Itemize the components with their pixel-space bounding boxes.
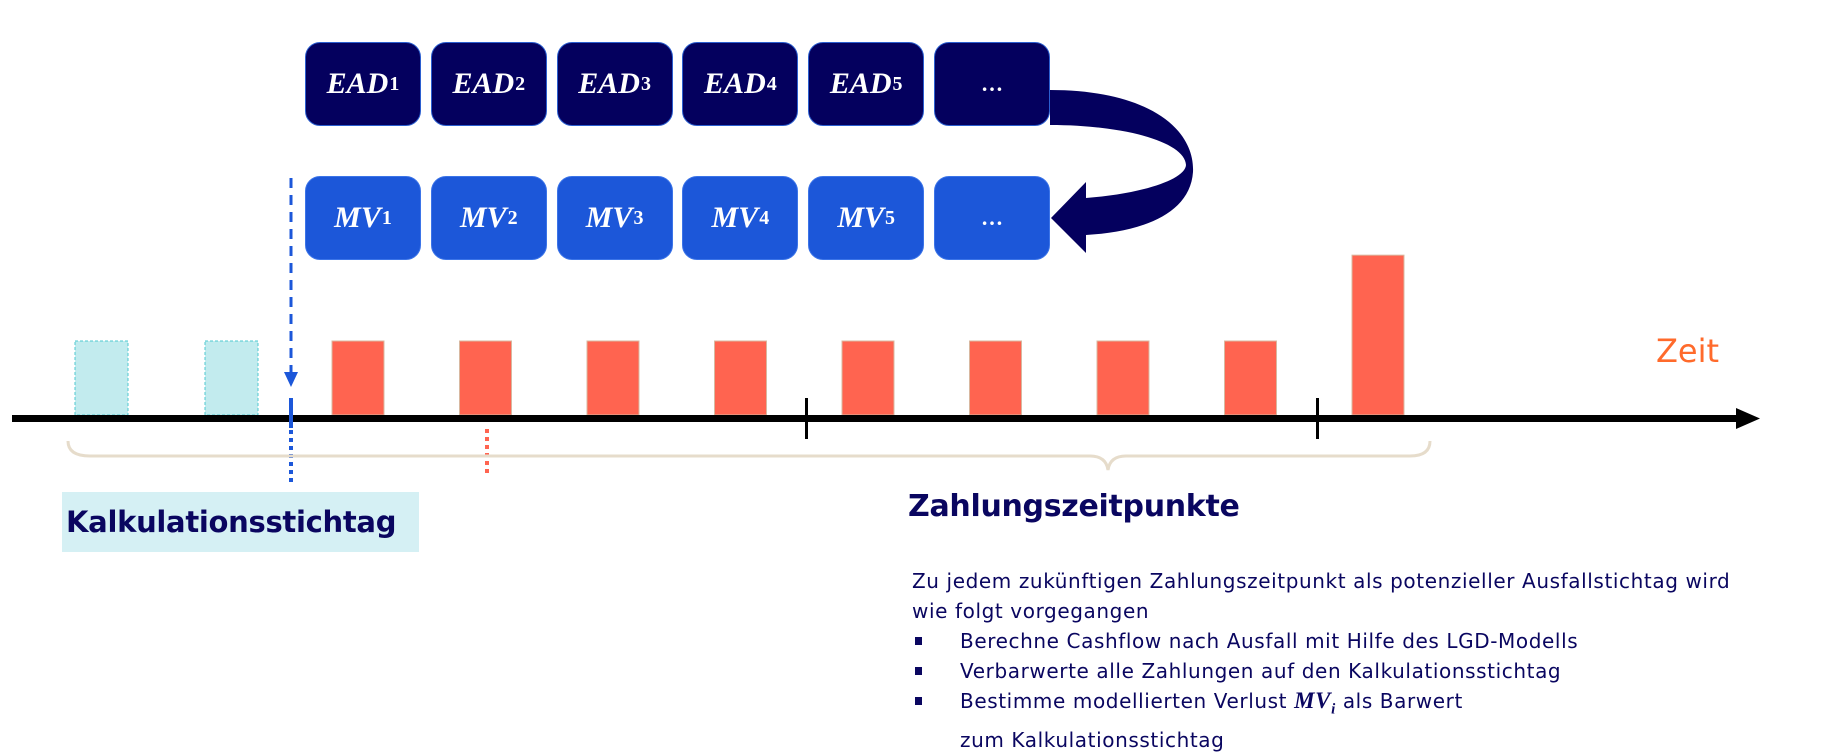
future-payment-bar	[969, 340, 1022, 416]
step-item: Berechne Cashflow nach Ausfall mit Hilfe…	[912, 626, 1732, 656]
box-subscript: 4	[766, 72, 777, 95]
calculation-date-text: Kalkulationsstichtag	[66, 505, 397, 539]
box-subscript: 1	[389, 72, 400, 95]
box-label: EAD	[578, 67, 640, 100]
step-item: Bestimme modellierten Verlust MVi als Ba…	[912, 686, 1480, 755]
mv-box: …	[934, 176, 1050, 260]
box-subscript: 2	[515, 72, 526, 95]
bullet-icon	[915, 667, 922, 675]
box-label: MV	[585, 201, 633, 234]
box-label: EAD	[704, 67, 766, 100]
future-payment-bar	[1096, 340, 1150, 416]
box-subscript: 4	[759, 206, 770, 229]
box-subscript: 5	[885, 206, 896, 229]
future-payment-bar	[841, 340, 895, 416]
step-text: Berechne Cashflow nach Ausfall mit Hilfe…	[960, 629, 1579, 653]
curved-arrow-icon	[1050, 90, 1194, 253]
time-axis-label: Zeit	[1656, 332, 1720, 370]
future-payment-bar	[1351, 254, 1405, 416]
future-payment-bar	[714, 340, 767, 416]
box-label: EAD	[452, 67, 515, 100]
mv-i-formula: MVi	[1294, 688, 1336, 718]
box-subscript: 3	[640, 72, 651, 95]
axis-arrowhead-icon	[1736, 408, 1760, 429]
payment-period-brace	[66, 440, 1432, 471]
time-axis	[12, 415, 1742, 422]
step-list: Berechne Cashflow nach Ausfall mit Hilfe…	[912, 626, 1732, 755]
box-label: EAD	[829, 67, 892, 100]
payment-dates-title: Zahlungszeitpunkte	[908, 489, 1240, 524]
calculation-date-label: Kalkulationsstichtag	[62, 492, 419, 552]
formula-sub: i	[1331, 701, 1336, 718]
axis-tick	[1316, 398, 1319, 439]
step-item: Verbarwerte alle Zahlungen auf den Kalku…	[912, 656, 1732, 686]
box-subscript: 2	[507, 206, 518, 229]
box-subscript: 5	[892, 72, 903, 95]
step-text: Verbarwerte alle Zahlungen auf den Kalku…	[960, 659, 1562, 683]
box-label: EAD	[326, 67, 389, 100]
ead-box: …	[934, 42, 1050, 126]
bullet-icon	[915, 637, 922, 645]
description-intro: Zu jedem zukünftigen Zahlungszeitpunkt a…	[912, 569, 1731, 623]
box-label: MV	[837, 201, 885, 234]
bullet-icon	[915, 697, 922, 705]
future-payment-bar	[459, 340, 512, 416]
box-label: …	[981, 205, 1003, 230]
box-label: MV	[334, 201, 381, 234]
past-payment-bar	[204, 340, 259, 416]
description: Zu jedem zukünftigen Zahlungszeitpunkt a…	[912, 566, 1732, 755]
box-subscript: 1	[381, 206, 392, 229]
axis-tick	[805, 398, 808, 439]
future-payment-bar	[331, 340, 385, 416]
box-label: MV	[711, 201, 759, 234]
box-label: …	[981, 71, 1003, 96]
step-text: Bestimme modellierten Verlust	[960, 689, 1295, 713]
box-subscript: 3	[633, 206, 644, 229]
future-payment-bar	[1224, 340, 1277, 416]
past-payment-bar	[74, 340, 129, 416]
step-text: als Barwert zum Kalkulationsstichtag	[960, 689, 1463, 752]
box-label: MV	[459, 201, 507, 234]
future-payment-bar	[586, 340, 640, 416]
formula-base: MV	[1294, 688, 1332, 713]
marker-arrow-icon	[284, 372, 298, 387]
